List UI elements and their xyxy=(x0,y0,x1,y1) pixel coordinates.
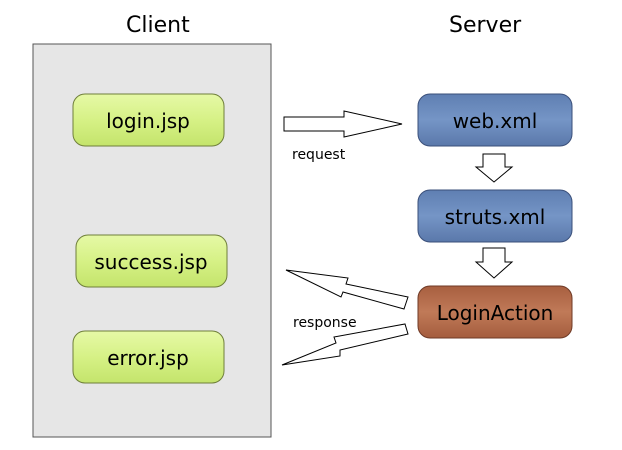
success-jsp-box: success.jsp xyxy=(75,234,228,288)
login-jsp-box: login.jsp xyxy=(72,93,225,147)
success-jsp-label: success.jsp xyxy=(94,250,207,274)
login-action-box: LoginAction xyxy=(417,285,573,339)
response-arrow-to-error xyxy=(281,323,409,366)
struts-xml-label: struts.xml xyxy=(445,205,546,229)
response-label: response xyxy=(293,315,357,331)
struts-xml-box: struts.xml xyxy=(417,189,573,243)
request-label: request xyxy=(292,147,346,163)
login-jsp-label: login.jsp xyxy=(106,109,190,133)
error-jsp-label: error.jsp xyxy=(107,346,189,370)
response-arrow-to-success xyxy=(285,269,409,310)
login-action-label: LoginAction xyxy=(437,301,554,325)
web-xml-box: web.xml xyxy=(417,93,573,147)
server-heading: Server xyxy=(449,13,522,38)
request-arrow xyxy=(283,110,403,138)
error-jsp-box: error.jsp xyxy=(72,330,225,384)
down-arrow-struts-to-action xyxy=(474,247,514,279)
down-arrow-webxml-to-struts xyxy=(474,153,514,183)
client-heading: Client xyxy=(126,13,190,38)
web-xml-label: web.xml xyxy=(453,109,538,133)
